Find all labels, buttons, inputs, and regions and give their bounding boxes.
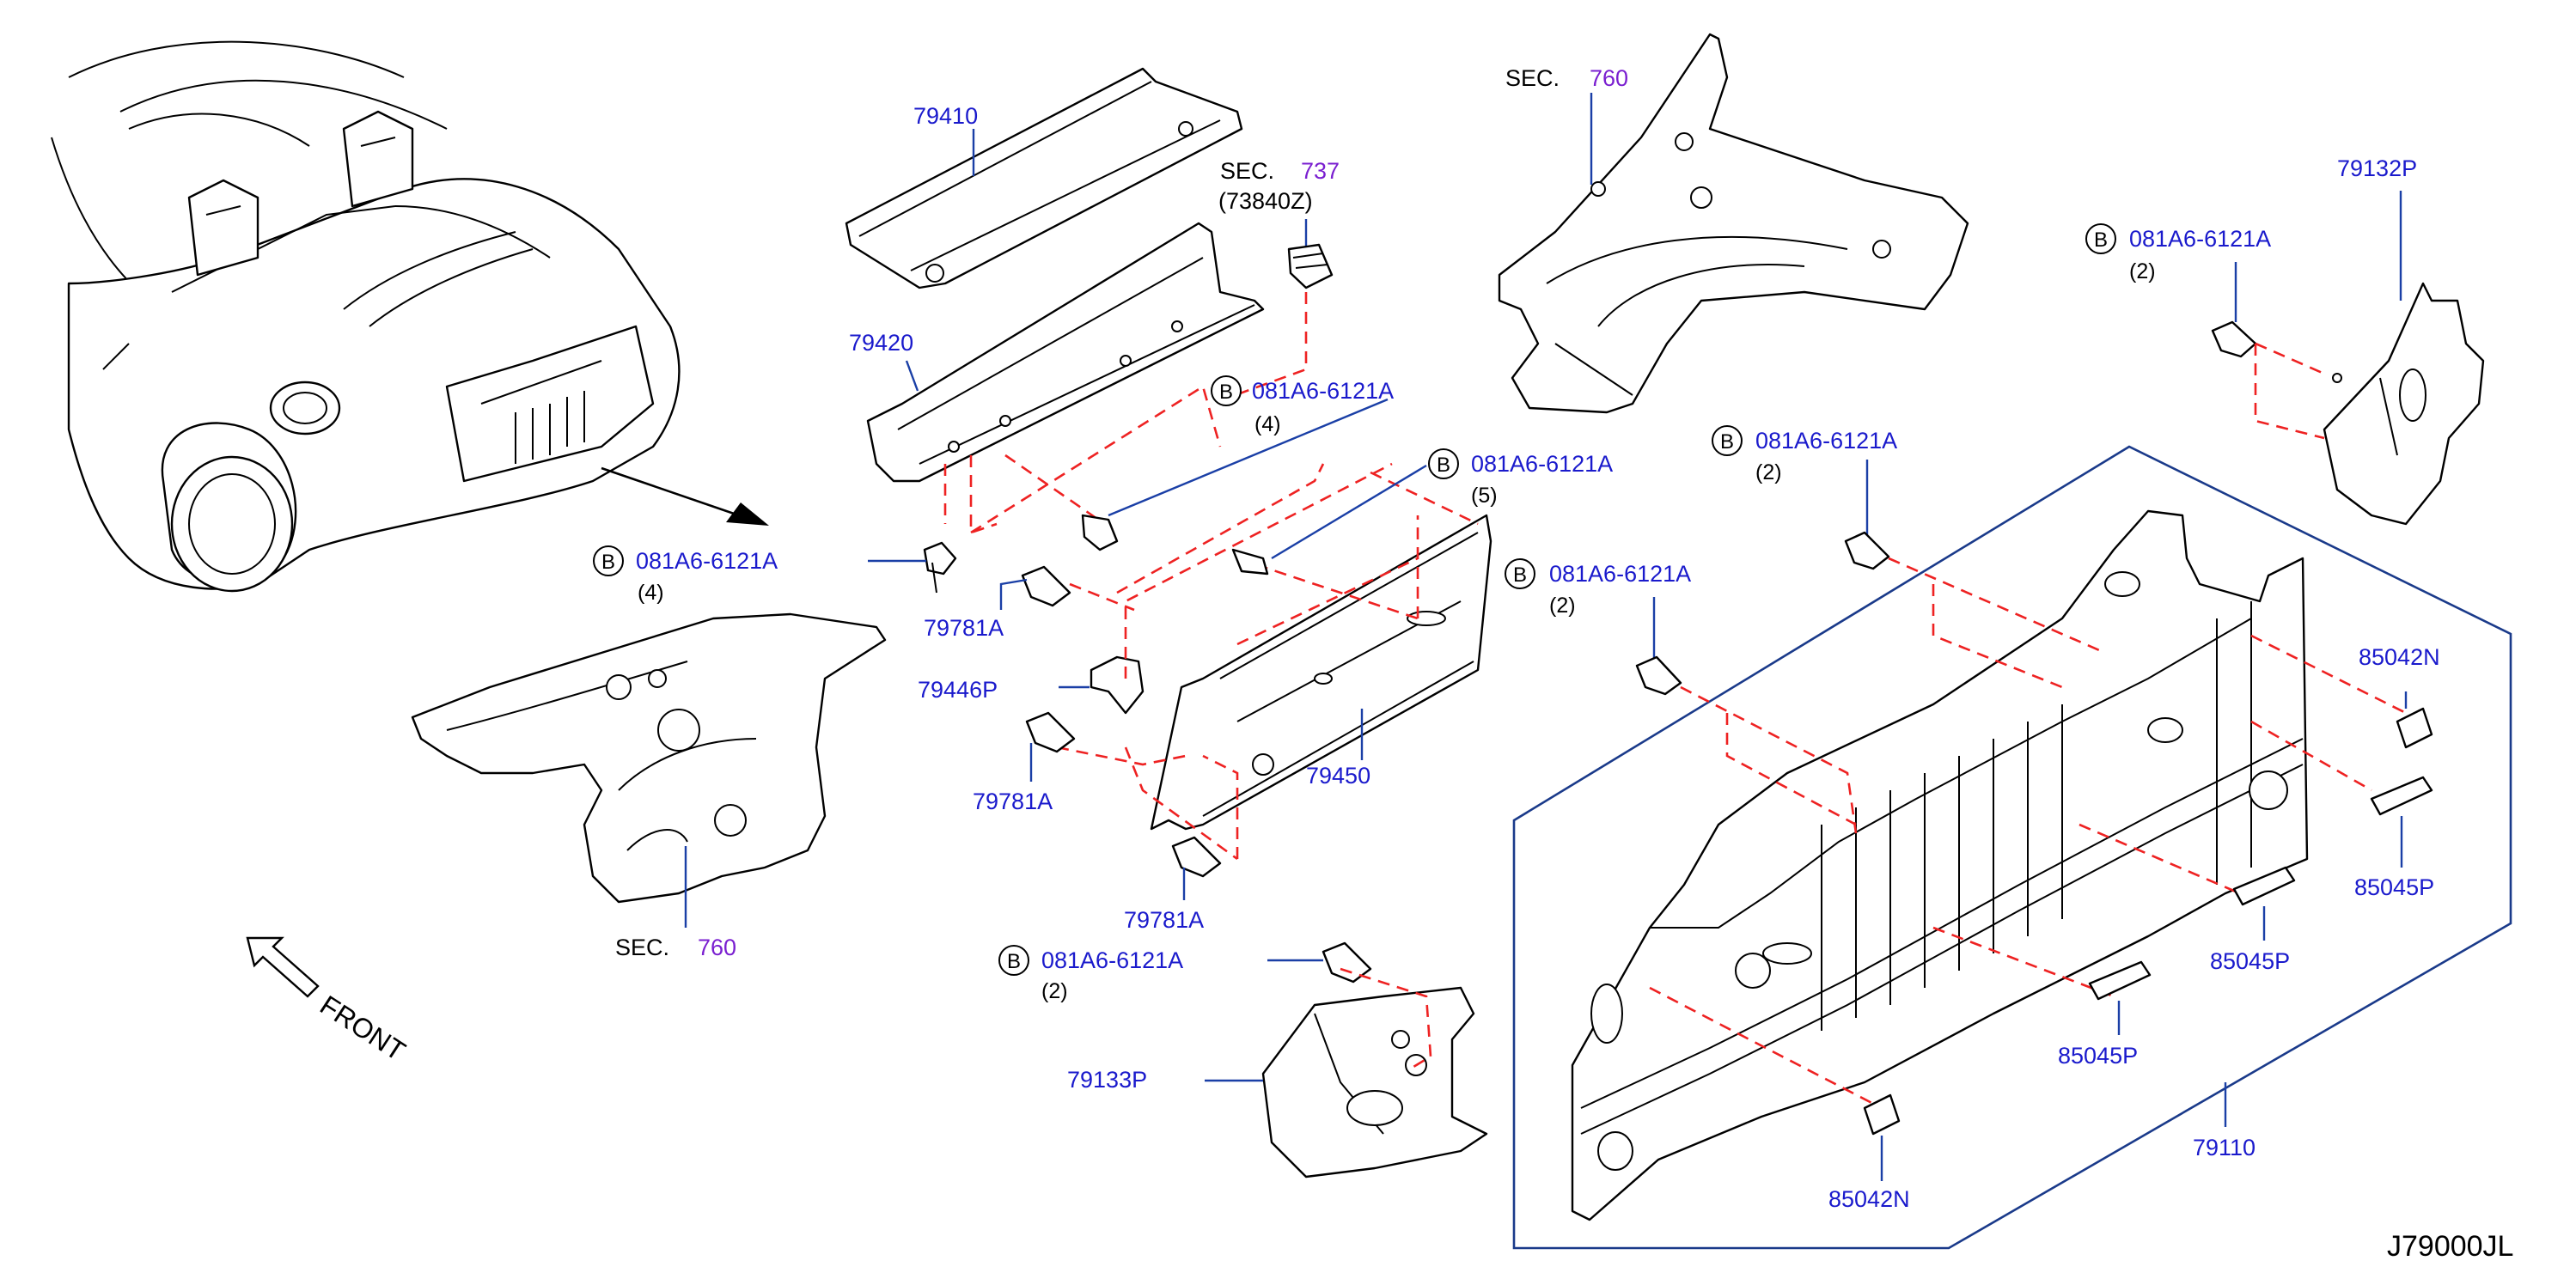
rear-panel-guides	[1649, 557, 2407, 1110]
label-85042n-upper: 85042N	[2359, 644, 2440, 670]
sec-737-prefix: SEC.	[1220, 158, 1274, 184]
bolt-callout-lower-2-part: 081A6-6121A	[1041, 947, 1183, 973]
bolt-group-center	[923, 514, 1269, 878]
sec-760-upper-prefix: SEC.	[1505, 65, 1560, 91]
sec-760-lower-number: 760	[698, 935, 736, 960]
bracket-79446p	[1090, 655, 1145, 715]
bolt-callout-79132p-2-part: 081A6-6121A	[2129, 226, 2271, 252]
label-79110: 79110	[2193, 1135, 2256, 1160]
bolt-callout-panel-left-2-symbol: B	[1513, 563, 1527, 587]
bolt-callout-5-part: 081A6-6121A	[1471, 451, 1613, 477]
front-label: FRONT	[314, 990, 411, 1067]
label-79446p: 79446P	[918, 677, 998, 703]
crossmember-79420	[866, 222, 1265, 483]
diagram-code: J79000JL	[2387, 1230, 2513, 1263]
leader-79781a-1	[999, 578, 1028, 610]
guide-79133p	[1340, 967, 1432, 1071]
clip-85045p-middle	[2232, 866, 2296, 906]
label-79133p: 79133P	[1067, 1067, 1147, 1093]
sec-737-number: 737	[1301, 158, 1340, 184]
bolt-callout-panel-left-2: B 081A6-6121A (2)	[1505, 558, 1691, 618]
right-wheelhouse-part	[1498, 33, 1969, 414]
rear-panel-assembly-outline	[1512, 445, 2512, 1250]
clip-85045p-left	[2088, 960, 2152, 1001]
front-direction-indicator: FRONT	[246, 936, 411, 1067]
bracket-79132p	[2323, 282, 2485, 526]
bolt-callout-lower-2-qty: (2)	[1041, 979, 1068, 1003]
sec-737-subpart: (73840Z)	[1218, 188, 1313, 214]
bolt-callout-center-4: B 081A6-6121A (4)	[1211, 375, 1394, 436]
rear-panel-79110	[1571, 509, 2309, 1221]
bolt-callout-5-symbol: B	[1437, 454, 1450, 477]
bolt-callout-panel-upper-2: B 081A6-6121A (2)	[1712, 425, 1897, 484]
bolt-callout-panel-left-2-part: 081A6-6121A	[1549, 561, 1691, 587]
bolt-callout-79132p-2: B 081A6-6121A (2)	[2085, 223, 2271, 283]
guide-79132p	[2254, 342, 2325, 440]
label-85045p-right: 85045P	[2354, 874, 2434, 900]
bolt-callout-center-4-qty: (4)	[1254, 412, 1281, 436]
label-79410: 79410	[913, 103, 978, 129]
label-85042n-lower: 85042N	[1828, 1186, 1910, 1212]
panel-79450	[1150, 514, 1492, 831]
label-79450: 79450	[1306, 763, 1370, 789]
bolt-callout-left-4: B 081A6-6121A (4)	[593, 545, 778, 605]
bolt-callout-center-4-symbol: B	[1219, 381, 1233, 404]
bolt-callout-left-4-symbol: B	[601, 551, 615, 574]
bolt-callout-panel-upper-2-qty: (2)	[1755, 460, 1782, 484]
bolt-79132p	[2211, 320, 2257, 358]
bolt-callout-lower-2: B 081A6-6121A (2)	[998, 945, 1183, 1003]
label-79420: 79420	[849, 330, 913, 356]
bolt-callout-panel-left-2-qty: (2)	[1549, 594, 1576, 618]
bolt-callout-5-qty: (5)	[1471, 484, 1498, 508]
bolt-panel-left	[1635, 655, 1682, 696]
label-79132p: 79132P	[2337, 155, 2417, 181]
label-79781a-2: 79781A	[973, 789, 1053, 814]
bolt-callout-79132p-2-symbol: B	[2094, 228, 2108, 252]
bolt-callout-left-4-qty: (4)	[638, 581, 664, 605]
leader-callout-center-4	[1108, 398, 1389, 517]
bolt-panel-upper	[1844, 531, 1890, 570]
vehicle-overview-illustration	[51, 40, 769, 593]
label-85045p-left: 85045P	[2058, 1043, 2138, 1069]
bolt-callout-lower-2-symbol: B	[1007, 950, 1021, 973]
leader-79420	[905, 360, 919, 392]
bolt-callout-panel-upper-2-symbol: B	[1720, 430, 1734, 454]
bolt-callout-panel-upper-2-part: 081A6-6121A	[1755, 428, 1897, 454]
label-85045p-middle: 85045P	[2210, 948, 2290, 974]
leader-callout-5	[1271, 464, 1427, 560]
crossmember-79410	[845, 67, 1243, 289]
clip-85042n-upper	[2396, 707, 2433, 749]
left-wheelhouse-part	[411, 612, 887, 904]
center-assembly-guides	[943, 292, 1479, 861]
sec-760-upper-number: 760	[1590, 65, 1628, 91]
bolt-callout-79132p-2-qty: (2)	[2129, 259, 2156, 283]
bolt-callout-left-4-part: 081A6-6121A	[636, 548, 778, 574]
bolt-callout-center-4-part: 081A6-6121A	[1252, 378, 1394, 404]
label-79781a-3: 79781A	[1124, 907, 1204, 933]
bracket-79133p	[1261, 986, 1488, 1179]
clip-85042n-lower	[1863, 1093, 1901, 1136]
clip-85045p-right	[2370, 776, 2433, 816]
sec-760-lower-prefix: SEC.	[615, 935, 669, 960]
bolt-callout-5: B 081A6-6121A (5)	[1428, 448, 1613, 508]
label-79781a-1: 79781A	[924, 615, 1004, 641]
